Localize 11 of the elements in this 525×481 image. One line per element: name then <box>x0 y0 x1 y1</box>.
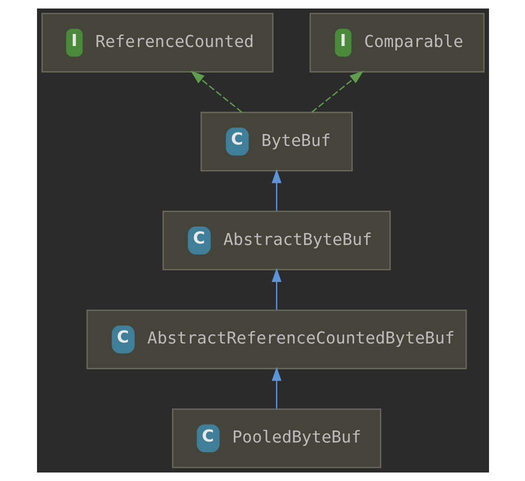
node-box: I ReferenceCounted <box>40 12 273 72</box>
node-box: C ByteBuf <box>200 112 352 172</box>
arrow <box>271 169 282 211</box>
node-box: I Comparable <box>309 12 484 72</box>
arrow <box>310 70 364 113</box>
node-box: C AbstractByteBuf <box>162 210 390 270</box>
node-box: C AbstractReferenceCountedByteBuf <box>86 310 466 370</box>
arrow <box>271 366 282 409</box>
arrow <box>271 268 282 310</box>
arrow <box>190 70 242 113</box>
node-box: C PooledByteBuf <box>172 408 381 468</box>
